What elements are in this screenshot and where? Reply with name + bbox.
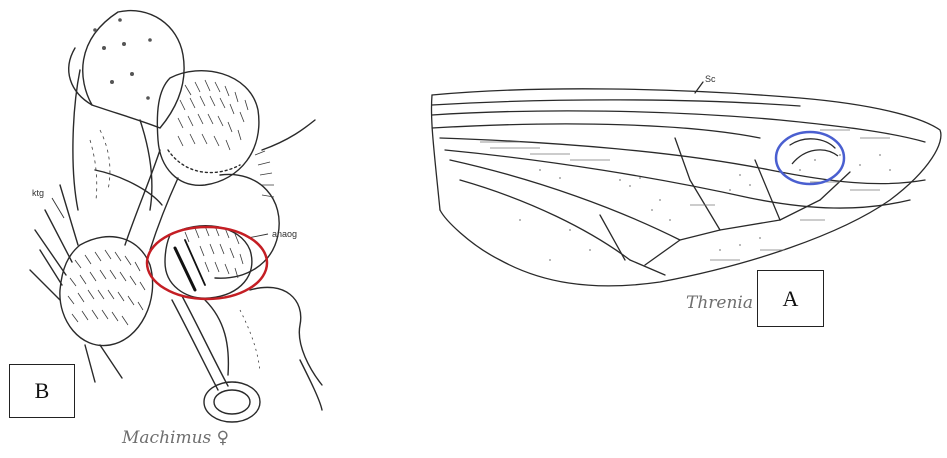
phallus-stem xyxy=(172,300,218,390)
label-sc: Sc xyxy=(705,74,716,84)
panel-label-a: A xyxy=(757,270,824,327)
caption-machimus: Machimus ♀ xyxy=(122,428,229,448)
phallus-bulb xyxy=(204,382,260,422)
lower-plate xyxy=(250,287,322,385)
tergite-plate xyxy=(83,11,184,128)
female-symbol-icon: ♀ xyxy=(217,428,229,448)
genus-name: Machimus xyxy=(122,428,211,448)
middle-lobe xyxy=(215,174,279,278)
label-anaog: anaog xyxy=(272,229,297,239)
anaog-lobe xyxy=(165,226,252,298)
blue-highlight-circle xyxy=(776,132,844,184)
wing-outline xyxy=(432,89,941,286)
upper-lobe xyxy=(157,71,259,186)
threnia-wing-illustration-drawing: Sc xyxy=(420,60,947,310)
genus-name: Threnia xyxy=(686,293,753,313)
cercus-left xyxy=(60,237,153,346)
label-ktg: ktg xyxy=(32,188,44,198)
panel-label-b: B xyxy=(9,364,75,418)
